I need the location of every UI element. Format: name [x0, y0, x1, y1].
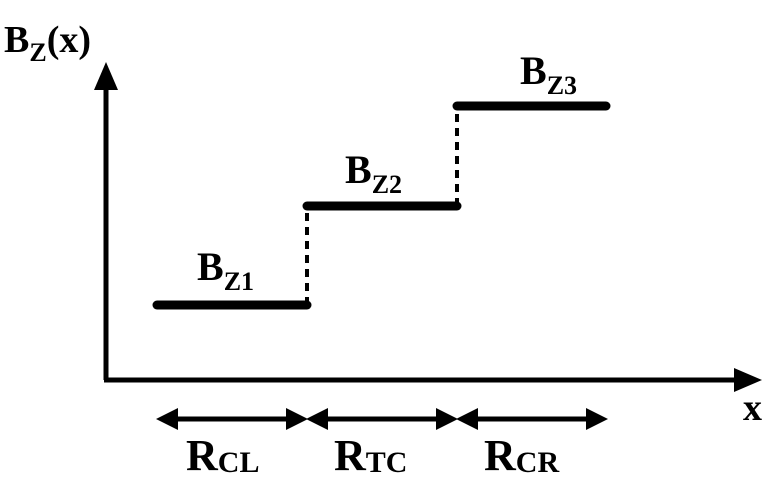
level-2-label: BZ2 — [345, 147, 402, 199]
level-1-label: BZ1 — [197, 244, 254, 296]
region-arrow-cr — [456, 408, 608, 430]
step-levels — [152, 101, 611, 310]
x-axis-label: x — [743, 387, 762, 429]
region-arrow-tc — [306, 408, 458, 430]
step-risers — [305, 106, 459, 305]
level-3-label: BZ3 — [520, 48, 577, 100]
region-label-cl: RCL — [186, 431, 259, 480]
region-arrows — [156, 408, 608, 430]
region-label-tc: RTC — [334, 431, 407, 480]
region-label-cr: RCR — [484, 431, 559, 480]
x-axis-arrowhead — [734, 368, 762, 392]
x-axis — [104, 368, 762, 392]
y-axis-arrowhead — [94, 62, 118, 90]
y-axis-label: BZ(x) — [4, 19, 91, 67]
y-axis — [94, 62, 118, 380]
region-arrow-cl — [156, 408, 308, 430]
